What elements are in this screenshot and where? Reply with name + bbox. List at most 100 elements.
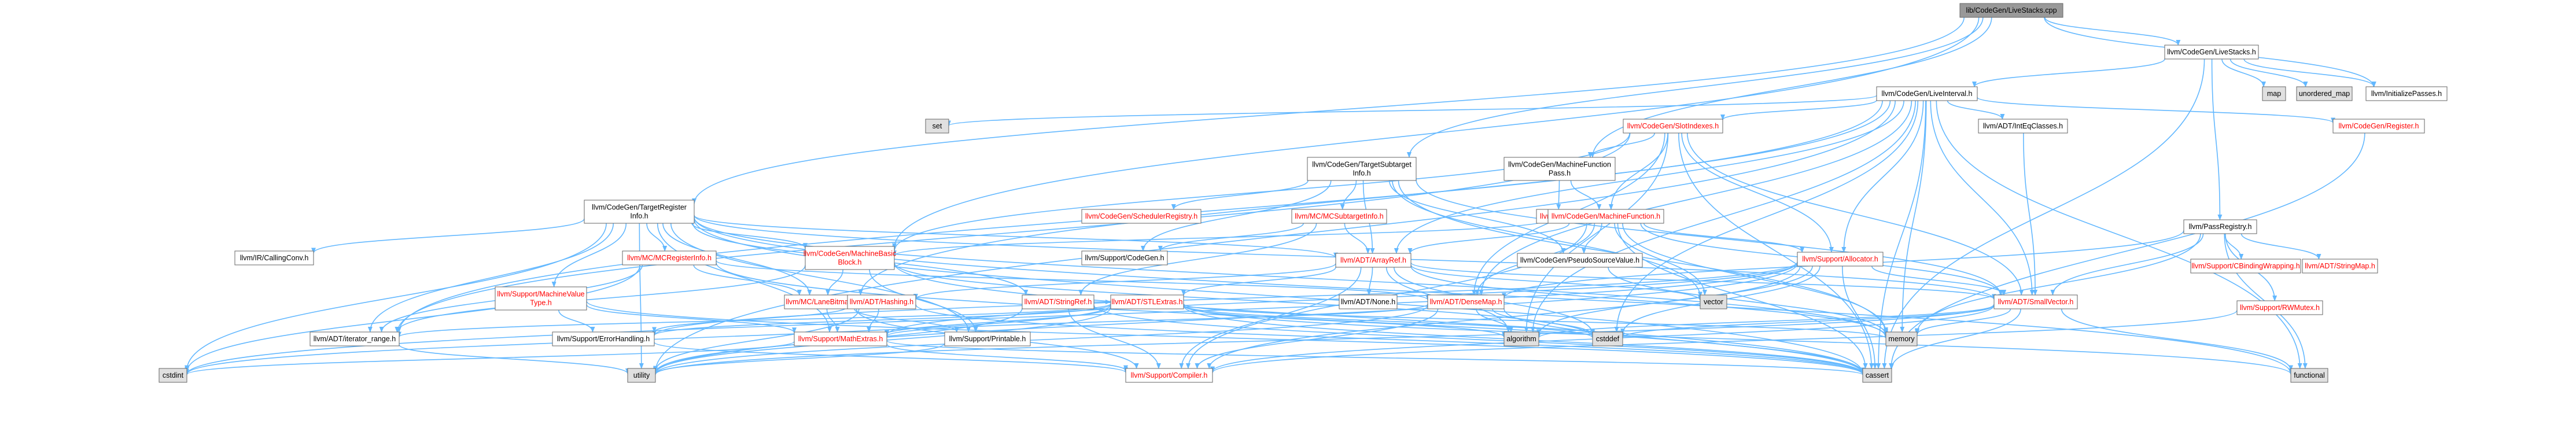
node-box-smallvector [1993,294,2078,309]
edge-smallvector-to-functional [2061,308,2293,371]
node-livestacks[interactable]: llvm/CodeGen/LiveStacks.h [2164,45,2259,60]
node-box-unordered_map [2296,86,2353,101]
node-mathextras[interactable]: llvm/Support/MathExtras.h [794,331,887,346]
node-box-mbb [805,246,895,270]
node-errhandling[interactable]: llvm/Support/ErrorHandling.h [552,331,655,346]
edge-mbb-to-cassert [894,263,1865,375]
node-label-stlextras: llvm/ADT/STLExtras.h [1112,298,1183,306]
node-box-compiler [1125,368,1213,383]
edge-lanebitmask-to-mathextras [826,308,840,333]
node-initpasses[interactable]: llvm/InitializePasses.h [2365,86,2448,101]
node-machinefunction[interactable]: llvm/CodeGen/MachineFunction.h [1547,209,1664,224]
node-label-tri: Info.h [630,212,648,220]
node-arrayref[interactable]: llvm/ADT/ArrayRef.h [1335,253,1412,268]
node-stlextras[interactable]: llvm/ADT/STLExtras.h [1110,294,1184,309]
node-stringmap[interactable]: llvm/ADT/StringMap.h [2302,259,2378,274]
edge-slotindexes-to-smallvector [1686,132,2024,296]
node-mcreginfo[interactable]: llvm/MC/MCRegisterInfo.h [622,250,717,265]
node-passregistry[interactable]: llvm/PassRegistry.h [2183,219,2257,234]
node-box-vector [1700,294,1727,309]
edge-hashing-to-cassert [915,304,1865,375]
edge-pseudosrc-to-memory [1608,267,1888,336]
edge-arrayref-to-memory [1410,265,1888,337]
edge-root-to-mbb [892,17,1980,249]
edge-lanebitmask-to-printable [854,308,959,333]
node-box-tri [584,200,695,224]
node-stringref[interactable]: llvm/ADT/StringRef.h [1022,294,1094,309]
edge-livestacks-to-unordered_map [2229,58,2308,87]
node-box-stlextras [1110,294,1184,309]
edge-tsi-to-schedreg [1171,180,1309,210]
node-schedreg[interactable]: llvm/CodeGen/SchedulerRegistry.h [1081,209,1202,224]
node-slotindexes[interactable]: llvm/CodeGen/SlotIndexes.h [1623,119,1723,134]
node-label-pseudosrc: llvm/CodeGen/PseudoSourceValue.h [1520,256,1639,264]
node-allocator[interactable]: llvm/Support/Allocator.h [1797,252,1884,267]
node-register[interactable]: llvm/CodeGen/Register.h [2332,119,2425,134]
node-label-mvt: Type.h [530,299,552,307]
node-label-tri: llvm/CodeGen/TargetRegister [592,204,687,212]
node-label-algorithm: algorithm [1506,335,1536,343]
edge-mbb-to-iterrange [395,265,806,333]
node-box-passregistry [2183,219,2257,234]
node-printable[interactable]: llvm/Support/Printable.h [944,331,1031,346]
node-unordered_map: unordered_map [2296,86,2353,101]
node-liveinterval[interactable]: llvm/CodeGen/LiveInterval.h [1876,86,1978,101]
node-label-cstddef: cstddef [1596,335,1620,343]
node-smallvector[interactable]: llvm/ADT/SmallVector.h [1993,294,2078,309]
node-label-tsi: llvm/CodeGen/TargetSubtarget [1312,161,1412,169]
node-label-mcsti: llvm/MC/MCSubtargetInfo.h [1295,212,1384,220]
edge-mvt-to-mathextras [586,304,797,334]
node-compiler[interactable]: llvm/Support/Compiler.h [1125,368,1213,383]
node-box-liveinterval [1876,86,1978,101]
node-label-liveinterval: llvm/CodeGen/LiveInterval.h [1881,90,1972,98]
node-box-map [2262,86,2286,101]
node-callingconv[interactable]: llvm/IR/CallingConv.h [234,250,314,265]
node-label-densemap: llvm/ADT/DenseMap.h [1429,298,1502,306]
node-hashing[interactable]: llvm/ADT/Hashing.h [847,294,916,309]
node-supportcodegen[interactable]: llvm/Support/CodeGen.h [1081,250,1168,265]
node-pseudosrc[interactable]: llvm/CodeGen/PseudoSourceValue.h [1517,253,1643,268]
edge-allocator-to-smallvector [1871,265,2007,296]
node-label-none: llvm/ADT/None.h [1341,298,1396,306]
node-box-stringmap [2302,259,2378,274]
edge-mcsti-to-arrayref [1344,223,1370,254]
node-densemap[interactable]: llvm/ADT/DenseMap.h [1427,294,1505,309]
edge-liveinterval-to-smallvector [1930,100,2035,296]
node-utility: utility [627,368,656,383]
node-label-initpasses: llvm/InitializePasses.h [2371,90,2442,98]
edge-passregistry-to-stringmap [2240,233,2321,260]
edge-tsi-to-supportcodegen [1140,180,1332,252]
dependency-nodes: lib/CodeGen/LiveStacks.cpp llvm/CodeGen/L… [159,3,2448,383]
node-box-mfpass [1503,157,1616,181]
edge-machinefunction-to-memory [1622,223,1888,333]
edge-stringref-to-cassert [1093,305,1865,375]
edge-slotindexes-to-mfpass [1588,132,1656,158]
dependency-edges [185,17,2376,376]
edge-arrayref-to-stlextras [1181,267,1336,296]
node-box-cassert [1862,368,1892,383]
edge-smallvector-to-memory [1915,308,2011,335]
node-root[interactable]: lib/CodeGen/LiveStacks.cpp [1959,3,2063,18]
edge-tsi-to-smallvector [1416,179,2003,296]
node-mcsti[interactable]: llvm/MC/MCSubtargetInfo.h [1291,209,1387,224]
node-box-schedreg [1081,209,1202,224]
node-rwmutex[interactable]: llvm/Support/RWMutex.h [2236,300,2323,315]
node-iterrange[interactable]: llvm/ADT/iterator_range.h [309,331,400,346]
node-none[interactable]: llvm/ADT/None.h [1339,294,1398,309]
node-label-callingconv: llvm/IR/CallingConv.h [240,254,309,262]
edge-hashing-to-utility [653,308,860,372]
edge-liveinterval-to-memory [1900,100,1927,333]
node-inteqclasses[interactable]: llvm/ADT/IntEqClasses.h [1978,119,2068,134]
edge-tri-to-cassert [694,219,1865,374]
node-cbindwrap[interactable]: llvm/Support/CBindingWrapping.h [2190,259,2301,274]
node-label-mbb: llvm/CodeGen/MachineBasic [804,250,897,258]
node-label-machinefunction: llvm/CodeGen/MachineFunction.h [1552,212,1660,220]
node-label-printable: llvm/Support/Printable.h [949,335,1026,343]
node-box-cstdint [159,368,187,383]
